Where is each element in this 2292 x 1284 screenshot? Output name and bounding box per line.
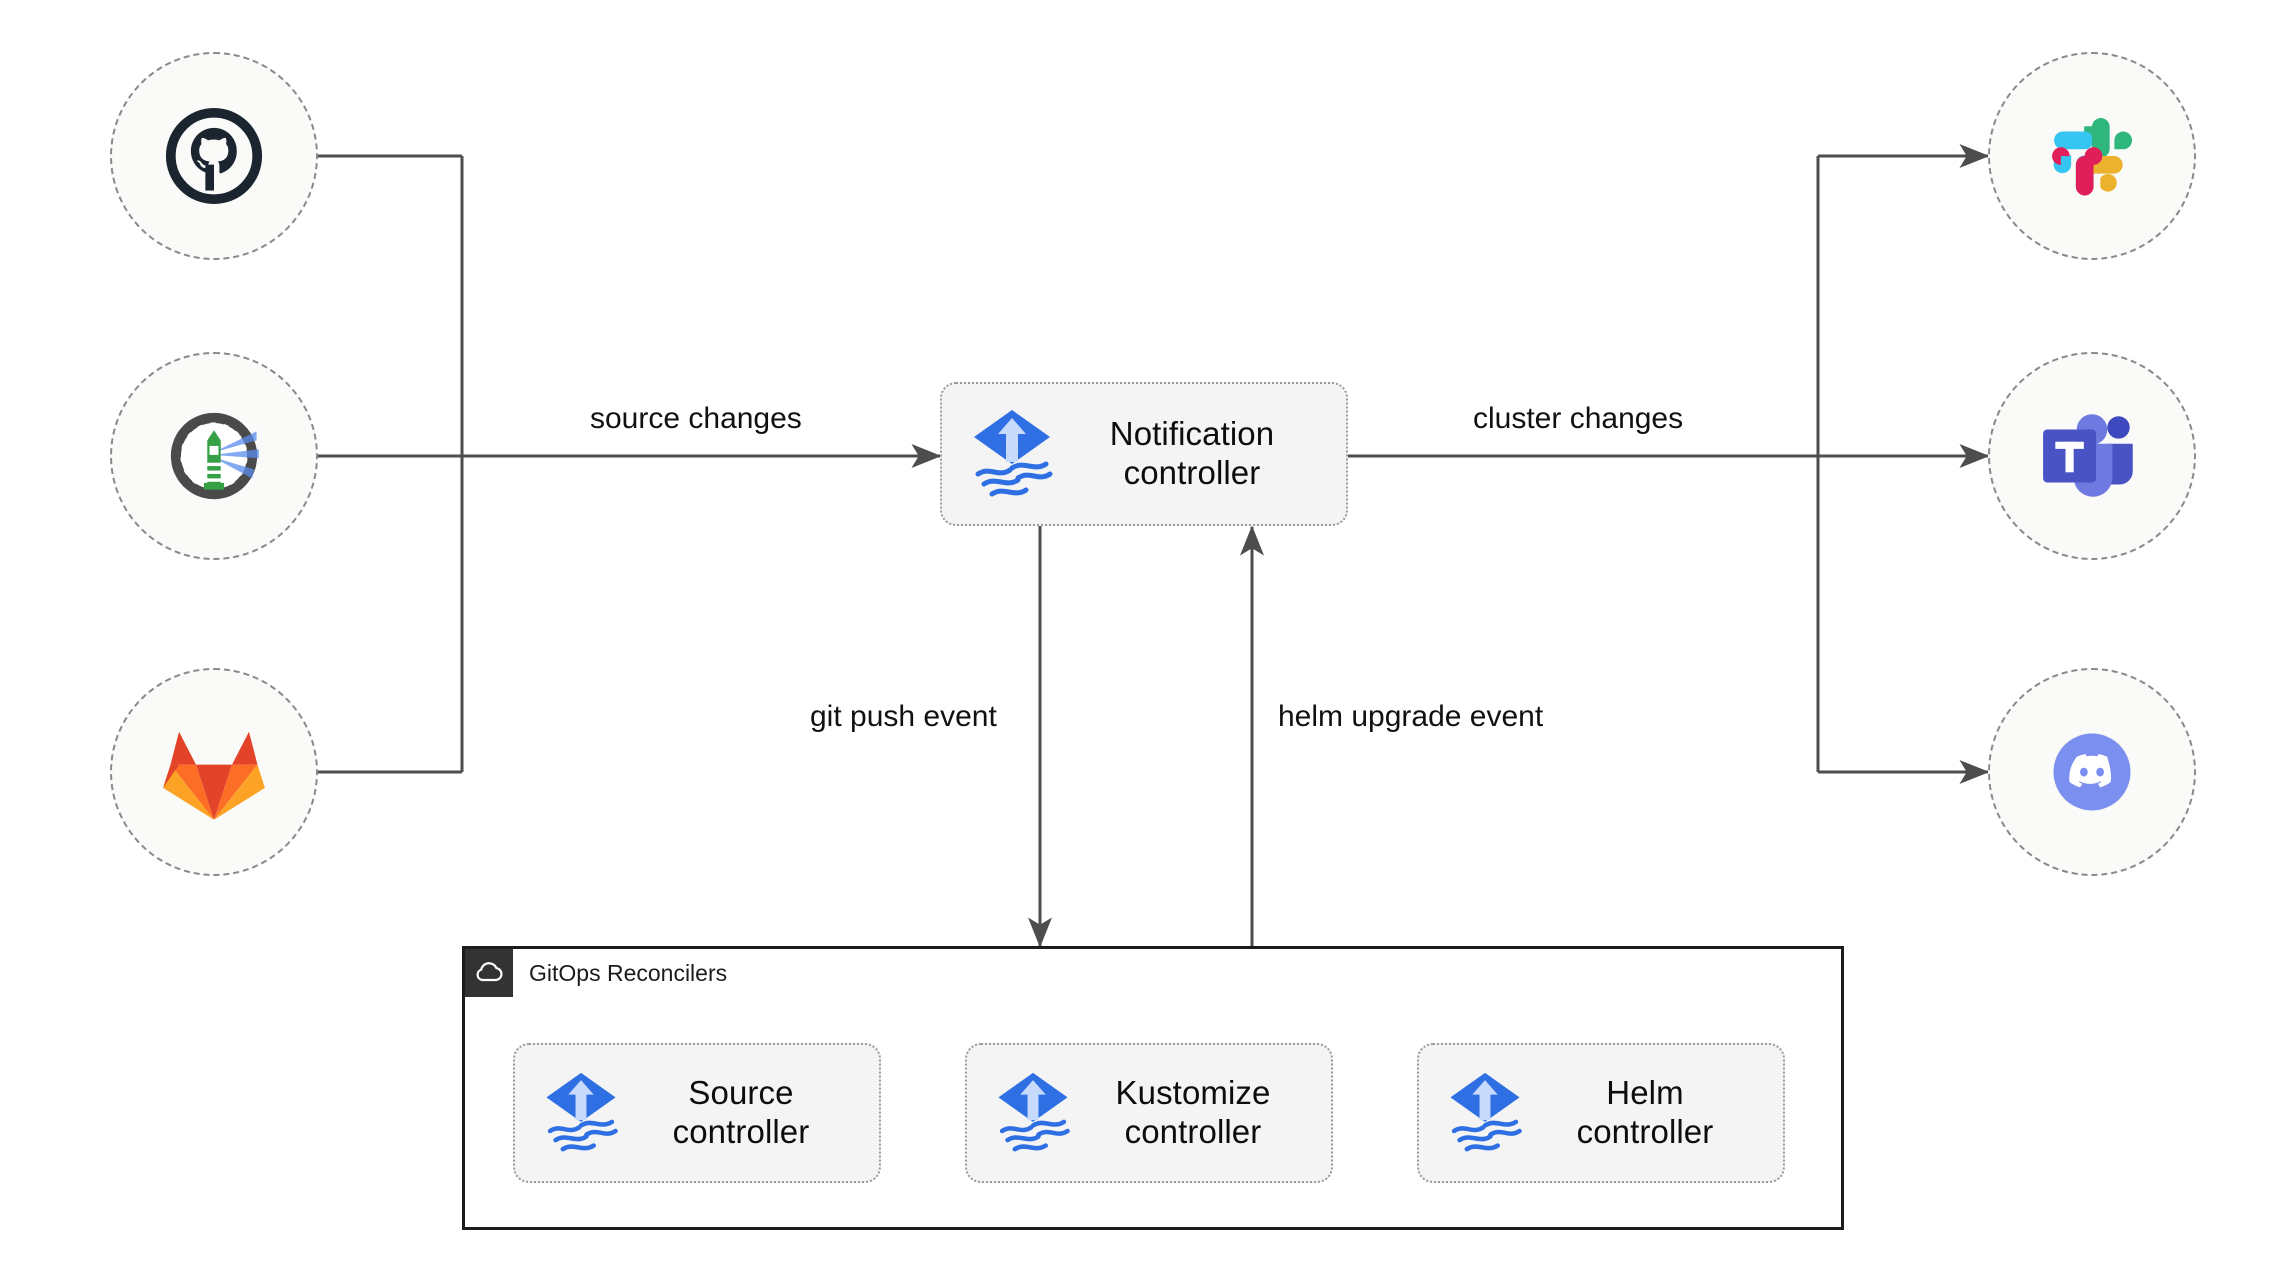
flux-controller-icon (541, 1067, 621, 1160)
flux-controller-icon (968, 404, 1056, 505)
slack-icon (2052, 118, 2133, 196)
edge-label-git-push-event: git push event (800, 698, 1007, 736)
source-controller-node[interactable]: Source controller (513, 1043, 881, 1183)
gitops-reconcilers-container: GitOps Reconcilers Source (462, 946, 1844, 1230)
kustomize-controller-label: Kustomize controller (1115, 1074, 1271, 1150)
source-controller-label: Source controller (672, 1074, 810, 1150)
microsoft-teams-icon (2043, 414, 2133, 497)
helm-controller-node[interactable]: Helm controller (1417, 1043, 1785, 1183)
source-node-fluxcd[interactable] (110, 352, 318, 560)
gitops-title: GitOps Reconcilers (529, 959, 728, 986)
edge-label-cluster-changes: cluster changes (1463, 400, 1694, 438)
destination-node-slack[interactable] (1988, 52, 2196, 260)
gitlab-icon (163, 731, 265, 820)
helm-controller-label: Helm controller (1576, 1074, 1714, 1150)
fluxcd-lighthouse-icon (170, 412, 259, 500)
gitops-header: GitOps Reconcilers (465, 949, 727, 997)
edge-label-source-changes: source changes (580, 400, 812, 438)
kustomize-controller-node[interactable]: Kustomize controller (965, 1043, 1333, 1183)
flux-controller-icon (1445, 1067, 1525, 1160)
source-node-gitlab[interactable] (110, 668, 318, 876)
edge-label-helm-upgrade-event: helm upgrade event (1268, 698, 1554, 736)
notification-controller-node[interactable]: Notification controller (940, 382, 1348, 526)
github-icon (165, 107, 263, 205)
source-node-github[interactable] (110, 52, 318, 260)
notification-controller-label: Notification controller (1109, 415, 1275, 491)
flux-controller-icon (993, 1067, 1073, 1160)
destination-node-discord[interactable] (1988, 668, 2196, 876)
destination-node-teams[interactable] (1988, 352, 2196, 560)
cloud-icon (465, 949, 513, 997)
discord-icon (2053, 733, 2131, 811)
